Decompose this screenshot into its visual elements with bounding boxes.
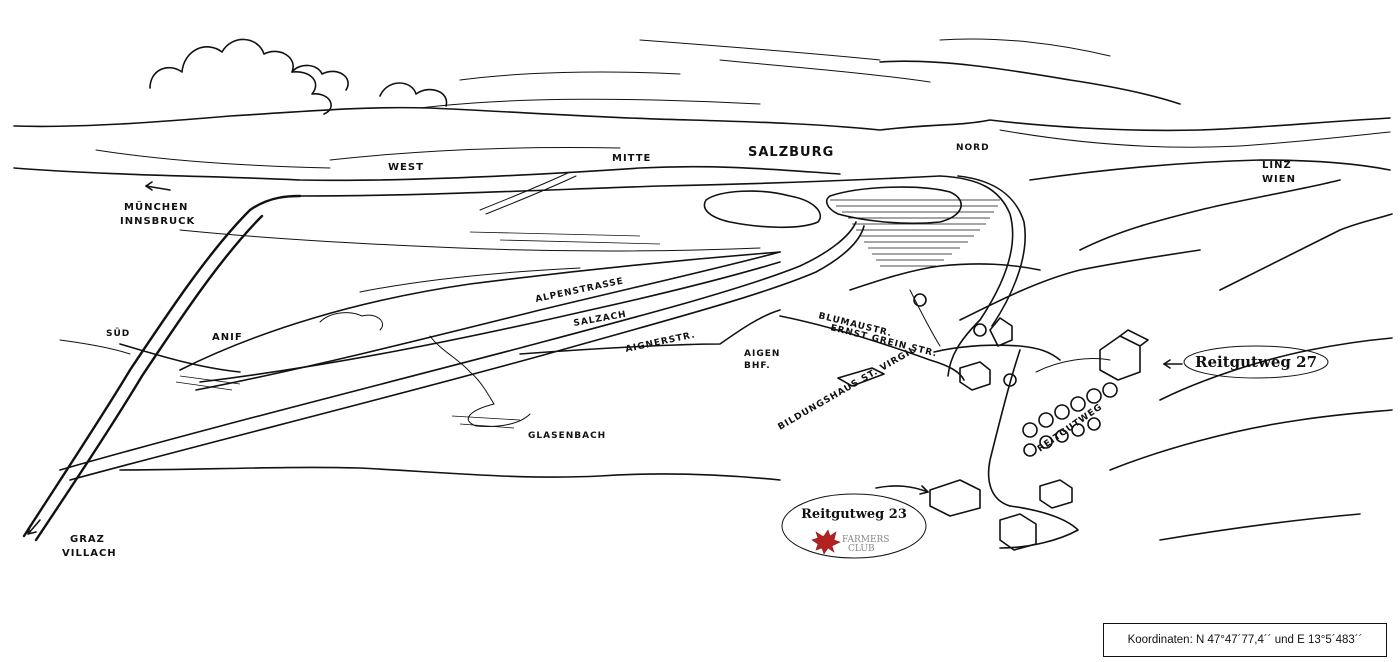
label-sued: SÜD (106, 328, 130, 339)
label-reitgutweg-road: REITGUTWEG (1036, 402, 1105, 454)
city-hatching (175, 171, 1000, 429)
label-nord: NORD (956, 143, 990, 153)
label-glasenbach: GLASENBACH (528, 431, 606, 441)
label-wien: WIEN (1262, 174, 1296, 185)
callout-reitgutweg-23-text: Reitgutweg 23 (801, 507, 907, 522)
mountain-ridge (13, 106, 1391, 169)
label-linz: LINZ (1262, 160, 1292, 171)
place-labels: SALZBURG WEST MITTE NORD LINZ WIEN MÜNCH… (62, 143, 1296, 559)
trees (913, 293, 1118, 457)
coordinates-text: Koordinaten: N 47°47´77,4´´ und E 13°5´4… (1127, 634, 1363, 646)
label-mitte: MITTE (612, 153, 651, 164)
label-bildungshaus: BILDUNGSHAUS ST. VIRGIL (777, 345, 919, 433)
label-bhf: BHF. (744, 361, 771, 371)
callout-reitgutweg-27: Reitgutweg 27 (1183, 345, 1329, 379)
logo-text-club: CLUB (848, 544, 875, 554)
maple-leaf-icon (811, 529, 841, 555)
label-west: WEST (388, 162, 424, 173)
label-aigen: AIGEN (744, 349, 780, 359)
label-innsbruck: INNSBRUCK (120, 216, 195, 227)
coordinates-box: Koordinaten: N 47°47´77,4´´ und E 13°5´4… (1103, 623, 1387, 657)
salzach-river (59, 221, 865, 481)
label-anif: ANIF (212, 332, 243, 343)
buildings (837, 317, 1149, 551)
autobahn (22, 175, 1026, 542)
label-graz: GRAZ (70, 534, 105, 545)
label-muenchen: MÜNCHEN (124, 199, 188, 213)
label-salzburg: SALZBURG (748, 145, 834, 160)
callout-reitgutweg-23: Reitgutweg 23 FARMERS CLUB (781, 493, 927, 559)
farmers-club-logo: FARMERS CLUB (811, 529, 889, 555)
callout-reitgutweg-27-text: Reitgutweg 27 (1195, 353, 1317, 371)
terrain (13, 159, 1393, 541)
label-aignerstr: AIGNERSTR. (625, 330, 697, 355)
clouds (149, 38, 1181, 115)
roads (195, 251, 1111, 549)
arrows (27, 181, 1183, 535)
label-villach: VILLACH (62, 548, 117, 559)
logo-text-farmers: FARMERS (842, 535, 889, 545)
